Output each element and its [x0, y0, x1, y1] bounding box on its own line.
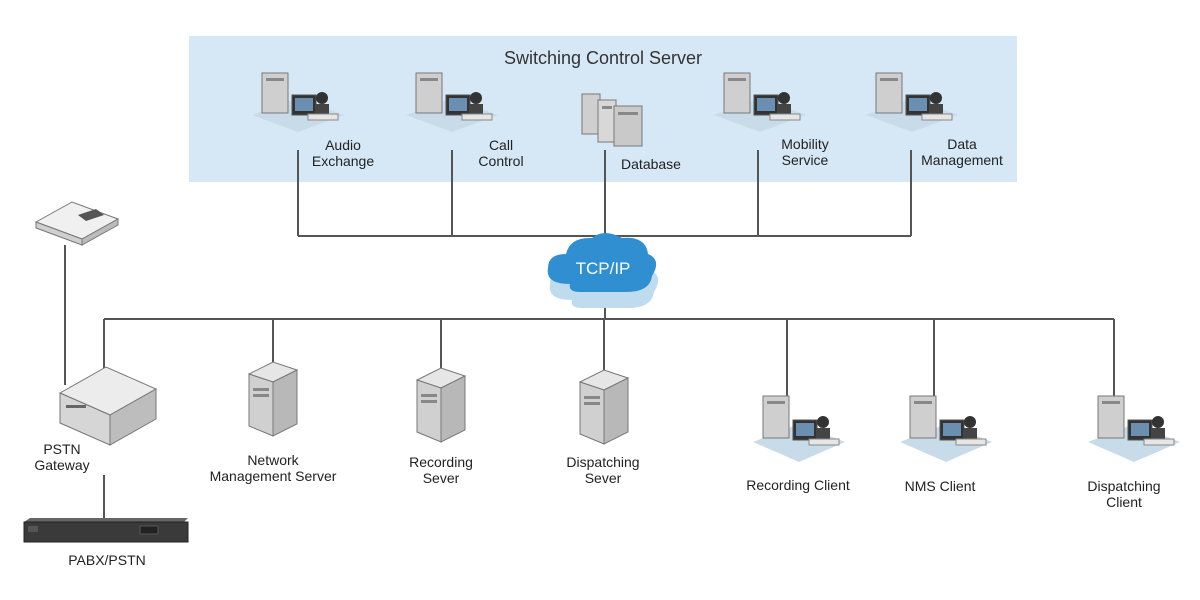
workstation-icon [714, 72, 806, 132]
tower-server-icon [578, 369, 630, 445]
tcpip-label: TCP/IP [576, 259, 631, 278]
node-label-rec-client: Recording Client [746, 477, 850, 493]
tcpip-cloud-icon [547, 233, 659, 308]
database-servers-icon [581, 93, 643, 147]
node-label-disp-server: Dispatching Sever [566, 454, 640, 486]
node-label-nms-server: Network Management Server [209, 452, 337, 484]
gateway-icon [58, 366, 158, 446]
workstation-icon [1088, 395, 1180, 462]
node-label-disp-client: Dispatching Client [1087, 478, 1161, 510]
workstation-icon [866, 72, 958, 132]
pabx-label: PABX/PSTN [68, 552, 146, 568]
node-label-db: Database [621, 156, 681, 172]
panel-title: Switching Control Server [503, 48, 703, 68]
workstation-icon [406, 72, 498, 132]
node-label-nms-client: NMS Client [904, 478, 976, 494]
node-label-rec-server: Recording Sever [409, 454, 473, 486]
node-label-call: Call Control [478, 137, 524, 169]
tower-server-icon [247, 361, 299, 437]
workstation-icon [753, 395, 845, 462]
gateway-label: PSTN Gateway [34, 441, 90, 473]
node-label-audio: Audio Exchange [311, 137, 375, 169]
workstation-icon [252, 72, 344, 132]
workstation-icon [900, 395, 992, 462]
phone-icon [34, 201, 120, 246]
rack-switch-icon [23, 518, 189, 543]
node-label-data: Data Management [921, 136, 1003, 168]
tower-server-icon [415, 367, 467, 443]
node-label-mobility: Mobility Service [781, 136, 829, 168]
